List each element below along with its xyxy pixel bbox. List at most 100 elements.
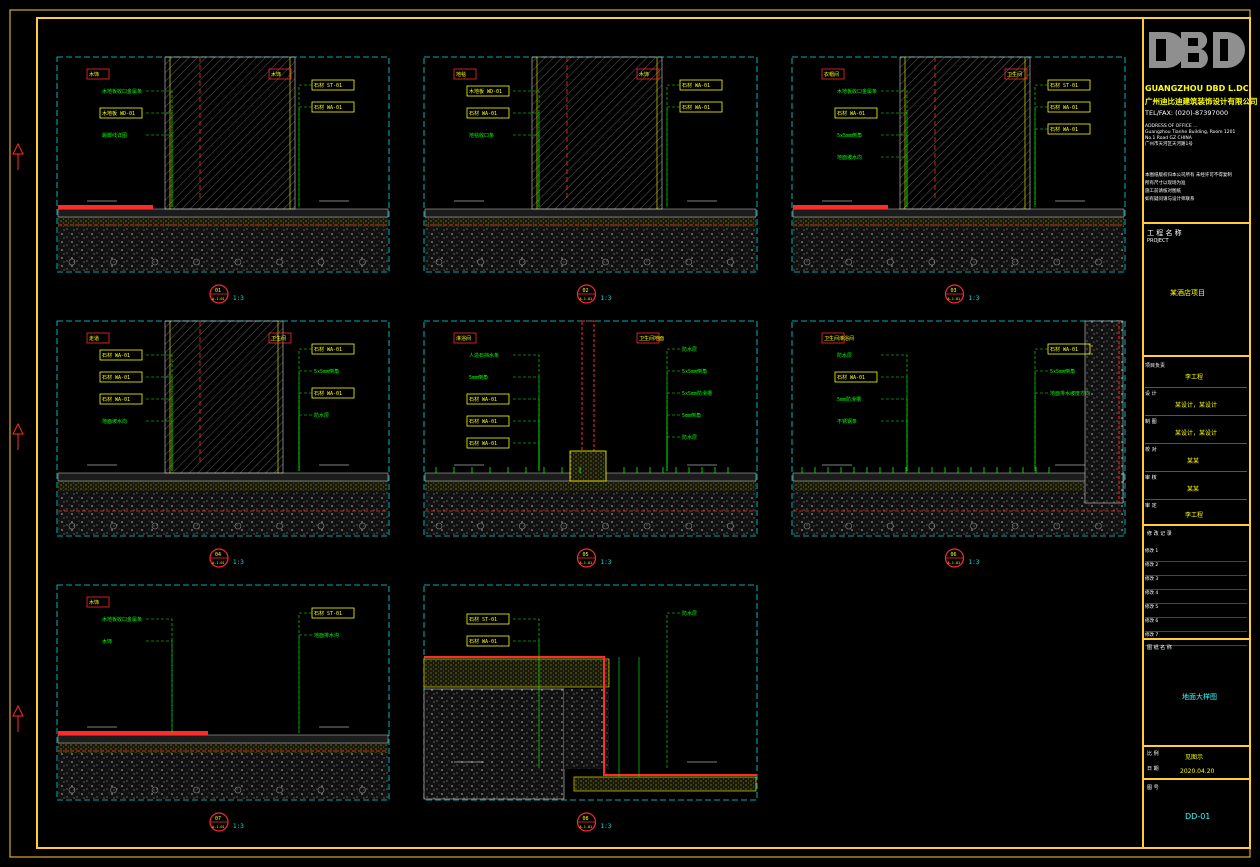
leader-line — [298, 106, 312, 207]
role-value: 李工程 — [1185, 512, 1204, 519]
leader-line — [146, 134, 173, 207]
leader-line — [666, 84, 680, 207]
material-tag: 石材 WA-01 — [102, 374, 130, 381]
aggregate — [359, 522, 366, 530]
aggregate — [1053, 522, 1061, 530]
address-line: ADDRESS OF OFFICE ... — [1145, 124, 1198, 129]
detail-ref: A-1-01 — [212, 297, 225, 301]
detail-ref: A-1-01 — [580, 297, 593, 301]
leader-line — [513, 442, 540, 471]
room-tag: 木饰 — [89, 71, 99, 78]
aggregate — [928, 522, 936, 530]
material-tag: 石材 WA-01 — [102, 396, 130, 403]
material-tag: 石材 WA-01 — [469, 396, 497, 403]
room-tag: 卫生间 — [271, 335, 286, 342]
drawing-name-label: 图 纸 名 称 — [1147, 645, 1172, 651]
roles-list: 项目负责 李工程 设 计 某设计，某设计 制 图 某设计，某设计 校 对 某某 … — [1145, 360, 1247, 522]
material-tag-box — [99, 371, 143, 383]
aggregate — [276, 786, 283, 794]
role-label: 审 核 — [1145, 475, 1157, 481]
scale-value: 见图示 — [1185, 754, 1204, 761]
aggregate — [886, 522, 894, 530]
leader-line — [666, 436, 680, 471]
company-logo — [1147, 24, 1247, 76]
curb — [569, 450, 607, 482]
role-label: 制 图 — [1145, 419, 1157, 425]
callout-text: 5x5mm倒角 — [314, 368, 339, 375]
leader-line — [1034, 84, 1048, 207]
callout-text: 地面坡水向 — [102, 418, 127, 425]
detail-number: 08 — [583, 816, 589, 822]
room-tag-box — [268, 332, 292, 344]
aggregate — [1095, 258, 1102, 266]
detail-ref: A-1-01 — [212, 561, 225, 565]
callout-text: 地毯收口条 — [469, 132, 494, 139]
leader-line — [513, 90, 540, 207]
callout-text: 防水层 — [682, 346, 697, 353]
side-markers — [12, 142, 24, 732]
detail-05: 淋浴间卫生间地面人造石挡水条防水层5mm倒角5x5mm倒角石材 WA-015x5… — [423, 320, 758, 568]
leader-line — [298, 634, 312, 733]
callout-text: 木地板收口金属条 — [102, 88, 142, 95]
aggregate — [68, 258, 76, 266]
aggregate — [970, 522, 977, 530]
role-label: 项目负责 — [1145, 363, 1166, 369]
leader-line — [146, 640, 173, 733]
gravel-layer — [58, 491, 388, 535]
aggregate — [193, 786, 200, 794]
screed-layer — [58, 217, 388, 227]
room-tag-box — [453, 332, 477, 344]
room-tag-box — [86, 332, 110, 344]
callout-text: 5mm防滑槽 — [837, 396, 861, 403]
aggregate — [727, 522, 734, 530]
room-tag: 地毯 — [456, 71, 466, 78]
wood-floor — [58, 731, 208, 735]
detail-number: 01 — [215, 288, 221, 294]
material-tag: 石材 WA-01 — [469, 638, 497, 645]
detail-scale: 1:3 — [601, 823, 612, 830]
screed-layer — [58, 743, 388, 753]
leader-line — [666, 348, 680, 471]
aggregate — [110, 786, 117, 794]
detail-01: 木饰木饰木地板收口金属条石材 ST-01木地板 WD-01石材 WA-01踢脚线… — [56, 56, 390, 304]
gravel-layer — [58, 753, 388, 799]
room-tag: 淋浴间 — [456, 335, 471, 342]
aggregate — [928, 258, 936, 266]
wall-hatch — [899, 56, 1031, 210]
role-label: 设 计 — [1145, 391, 1157, 397]
room-tag: 卫生间淋浴间 — [824, 335, 854, 342]
side-wall — [1084, 320, 1124, 504]
finish-layer — [792, 472, 1125, 482]
material-tag: 石材 WA-01 — [314, 104, 342, 111]
revision-list: 修改 1 修改 2 修改 3 修改 4 修改 5 修改 6 修改 7 — [1145, 548, 1247, 646]
leader-line — [298, 348, 312, 471]
aggregate — [803, 258, 811, 266]
room-tag: 卫生间 — [1007, 71, 1022, 78]
finish-layer — [57, 472, 389, 482]
detail-ref: A-1-01 — [212, 825, 225, 829]
address-line: No.1 Road GZ CHINA — [1145, 136, 1192, 141]
material-tag: 石材 WA-01 — [682, 104, 710, 111]
leader-line — [881, 376, 908, 471]
leader-line — [146, 90, 173, 207]
aggregate — [151, 258, 159, 266]
aggregate — [234, 258, 242, 266]
material-tag: 石材 ST-01 — [1050, 82, 1078, 89]
aggregate — [234, 786, 242, 794]
material-tag-box — [834, 107, 878, 119]
material-tag-box — [466, 393, 510, 405]
room-tag-box — [453, 68, 477, 80]
leader-line — [298, 392, 312, 471]
note-line: 本图纸版权归本公司所有 未经许可不得复制 — [1145, 173, 1232, 178]
role-label: 校 对 — [1145, 447, 1157, 453]
callout-text: 5x5mm倒角 — [1050, 368, 1075, 375]
room-tag-box — [86, 68, 110, 80]
aggregate — [1011, 522, 1019, 530]
company-name-cn: 广州迪比迪建筑装饰设计有限公司 — [1145, 97, 1258, 106]
callout-text: 防水层 — [314, 412, 329, 419]
leader-line — [666, 370, 680, 471]
material-tag: 石材 WA-01 — [314, 346, 342, 353]
leader-line — [513, 618, 540, 768]
leader-line — [513, 376, 540, 471]
aggregate — [643, 258, 651, 266]
